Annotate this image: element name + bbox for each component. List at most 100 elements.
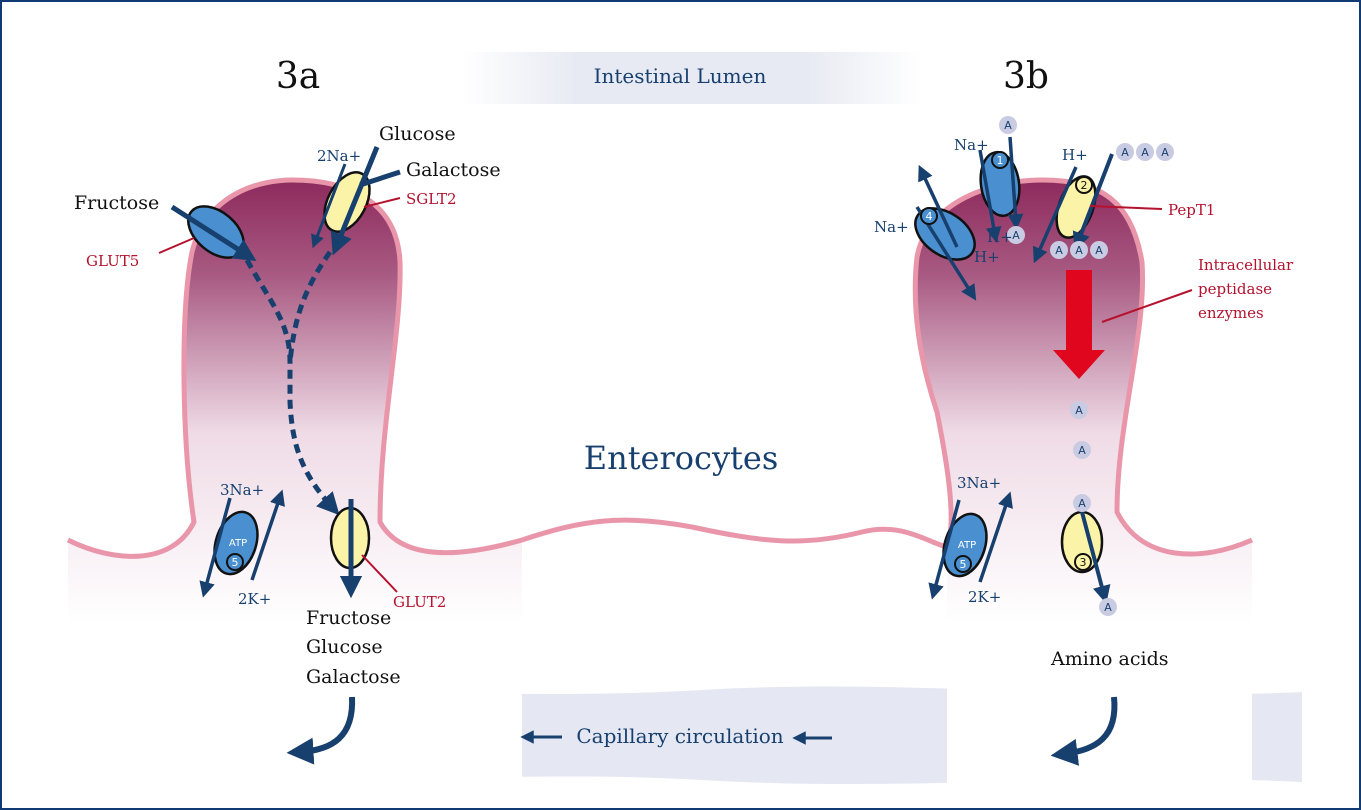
fructose-pathway bbox=[244, 258, 340, 516]
sglt2-pointer bbox=[363, 197, 401, 208]
amino-acid-bead bbox=[1050, 241, 1068, 259]
output-glucose: Glucose bbox=[306, 636, 383, 658]
amino-acid-bead bbox=[1073, 494, 1091, 512]
potassium-influx-arrow-3b bbox=[978, 491, 1013, 583]
panel-a-title: 3a bbox=[276, 56, 320, 97]
amino-acid-bead bbox=[1073, 441, 1091, 459]
transporter-3-number-badge bbox=[1074, 553, 1092, 571]
amino-acid-bead bbox=[1007, 226, 1025, 244]
galactose-arrow bbox=[359, 169, 401, 188]
villus-3b bbox=[915, 180, 1252, 808]
membrane-3a bbox=[66, 177, 523, 559]
amino-acid-entry-arrow bbox=[1007, 136, 1024, 230]
glut2-pointer bbox=[361, 554, 398, 593]
bead-label: A bbox=[1095, 244, 1103, 257]
bead-label: A bbox=[1055, 244, 1063, 257]
atpase-number-3b: 5 bbox=[960, 558, 967, 571]
atpase-transporter-3b bbox=[942, 512, 988, 578]
amino-acid-bead bbox=[1070, 401, 1088, 419]
bead-label: A bbox=[1012, 229, 1020, 242]
peptidase-arrow bbox=[1053, 270, 1105, 379]
galactose-label: Galactose bbox=[406, 159, 501, 181]
panel-b-title: 3b bbox=[1003, 56, 1049, 97]
exchanger-arrow-out bbox=[918, 164, 959, 248]
peptidase-pointer bbox=[1101, 289, 1193, 323]
glut5-label: GLUT5 bbox=[86, 252, 139, 270]
amino-acids-label: Amino acids bbox=[1050, 648, 1169, 670]
amino-acid-exit-arrow bbox=[1080, 511, 1111, 604]
transporter-3-number: 3 bbox=[1080, 556, 1087, 569]
pept1-number-badge bbox=[1075, 176, 1093, 194]
output-galactose: Galactose bbox=[306, 666, 401, 688]
sodium-label-sglt: 2Na+ bbox=[317, 147, 361, 165]
fructose-label: Fructose bbox=[74, 192, 159, 214]
peptidase-label-line-1: Intracellular bbox=[1198, 256, 1294, 274]
bead-label: A bbox=[1141, 146, 1149, 159]
bead-label: A bbox=[1078, 444, 1086, 457]
exchanger-number-badge bbox=[920, 207, 938, 225]
membrane-3b bbox=[912, 177, 1254, 557]
bead-label: A bbox=[1104, 601, 1112, 614]
sodium-arrow-sglt bbox=[311, 163, 347, 249]
amino-acid-bead bbox=[999, 116, 1017, 134]
atpase-number-badge-3b bbox=[954, 555, 972, 573]
peptide-entry-arrow bbox=[1072, 153, 1114, 251]
glut2-label: GLUT2 bbox=[393, 593, 446, 611]
enterocytes-label: Enterocytes bbox=[584, 439, 779, 477]
glut5-pointer bbox=[158, 237, 195, 254]
sodium-label-transporter-1: Na+ bbox=[954, 136, 989, 154]
glucose-pathway bbox=[287, 250, 333, 363]
amino-acid-bead bbox=[1090, 241, 1108, 259]
fructose-arrow bbox=[170, 204, 257, 262]
amino-acid-bead-labels: A A A A A A A A A A A A bbox=[1004, 119, 1169, 614]
sglt2-label: SGLT2 bbox=[406, 190, 457, 208]
proton-label-transporter-1: H+ bbox=[987, 228, 1013, 246]
potassium-label-atpase-3b: 2K+ bbox=[968, 588, 1001, 606]
bead-label: A bbox=[1121, 146, 1129, 159]
bead-label: A bbox=[1078, 497, 1086, 510]
bead-label: A bbox=[1161, 146, 1169, 159]
atp-label-3a: ATP bbox=[229, 538, 247, 549]
exchanger-number: 4 bbox=[926, 210, 933, 223]
sodium-label-atpase-3b: 3Na+ bbox=[957, 474, 1001, 492]
lumen-label: Intestinal Lumen bbox=[594, 64, 767, 88]
pept1-pointer bbox=[1089, 205, 1163, 210]
atpase-transporter-3a bbox=[213, 510, 259, 576]
sodium-label-atpase-3a: 3Na+ bbox=[220, 481, 264, 499]
pept1-number: 2 bbox=[1081, 179, 1088, 192]
peptidase-label-line-2: peptidase bbox=[1198, 280, 1272, 298]
villus-3a bbox=[68, 180, 522, 808]
pept1-label: PepT1 bbox=[1168, 201, 1215, 219]
amino-acid-bead bbox=[1136, 143, 1154, 161]
bead-label: A bbox=[1004, 119, 1012, 132]
capillary-label: Capillary circulation bbox=[576, 724, 783, 748]
proton-label-exchanger: H+ bbox=[974, 248, 1000, 266]
output-fructose: Fructose bbox=[306, 607, 391, 629]
potassium-label-atpase-3a: 2K+ bbox=[238, 590, 271, 608]
proton-entry-arrow bbox=[1032, 166, 1078, 264]
amino-acid-beads bbox=[999, 116, 1174, 616]
sodium-efflux-arrow-3b bbox=[928, 499, 961, 600]
bead-label: A bbox=[1075, 244, 1083, 257]
transporter-1-number: 1 bbox=[997, 154, 1004, 167]
peptidase-label-line-3: enzymes bbox=[1198, 304, 1264, 322]
amino-acid-bead bbox=[1116, 143, 1134, 161]
transporter-1-number-badge bbox=[991, 151, 1009, 169]
amino-acid-bead bbox=[1070, 241, 1088, 259]
amino-acid-bead bbox=[1156, 143, 1174, 161]
capillary-arrow-3a bbox=[286, 696, 356, 765]
sodium-efflux-arrow-3a bbox=[199, 497, 232, 598]
potassium-influx-arrow-3a bbox=[250, 489, 285, 581]
atpase-number-badge-3a bbox=[226, 553, 244, 571]
glucose-label: Glucose bbox=[379, 123, 456, 145]
proton-label-pept1: H+ bbox=[1062, 146, 1088, 164]
amino-acid-bead bbox=[1099, 598, 1117, 616]
atp-label-3b: ATP bbox=[958, 540, 976, 551]
lumen-band bbox=[462, 52, 922, 104]
sodium-label-exchanger: Na+ bbox=[874, 218, 909, 236]
membrane-middle bbox=[521, 517, 948, 550]
atpase-number-3a: 5 bbox=[232, 556, 239, 569]
bead-label: A bbox=[1075, 404, 1083, 417]
